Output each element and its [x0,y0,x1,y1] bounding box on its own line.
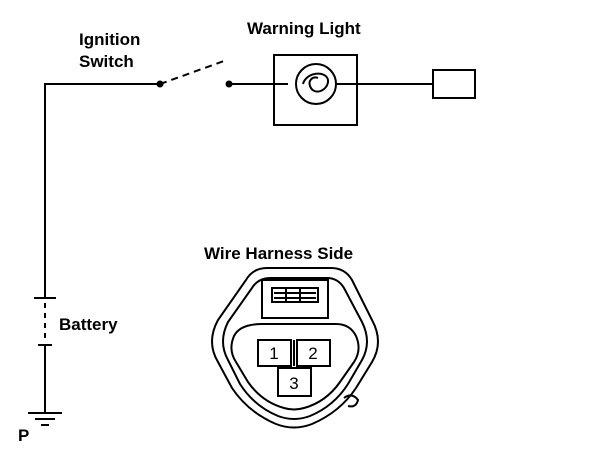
connector-inner-contour [230,323,360,411]
locking-tab-outer [261,279,329,319]
pin-number-3: 3 [289,374,298,393]
connector-block [432,69,476,99]
footnote-label: P [18,426,29,445]
ignition-switch-label-1: Ignition [79,30,140,49]
pin-number-2: 2 [308,344,317,363]
battery-label: Battery [59,315,118,334]
warning-light-bulb-icon [295,63,337,105]
ignition-switch-label-2: Switch [79,52,134,71]
pin-number-1: 1 [269,344,278,363]
switch-pivot-dot [156,80,164,88]
connector-outer-shell [211,267,379,429]
locking-tab-inner [271,287,319,303]
wire-harness-side-label: Wire Harness Side [204,244,353,263]
ignition-switch-blade [159,60,225,85]
warning-light-box [273,54,358,126]
left-wire [44,83,160,272]
filament-icon [302,72,329,93]
pin-cell-3 [277,367,312,397]
warning-light-label: Warning Light [247,19,361,38]
switch-contact-dot [225,80,233,88]
harness-connector [211,267,379,429]
circuit-wiring [28,54,476,426]
connector-inner-shell [222,277,368,420]
side-latch [343,394,360,408]
pin-cell-1 [257,339,292,367]
pin-cell-2 [296,339,331,367]
